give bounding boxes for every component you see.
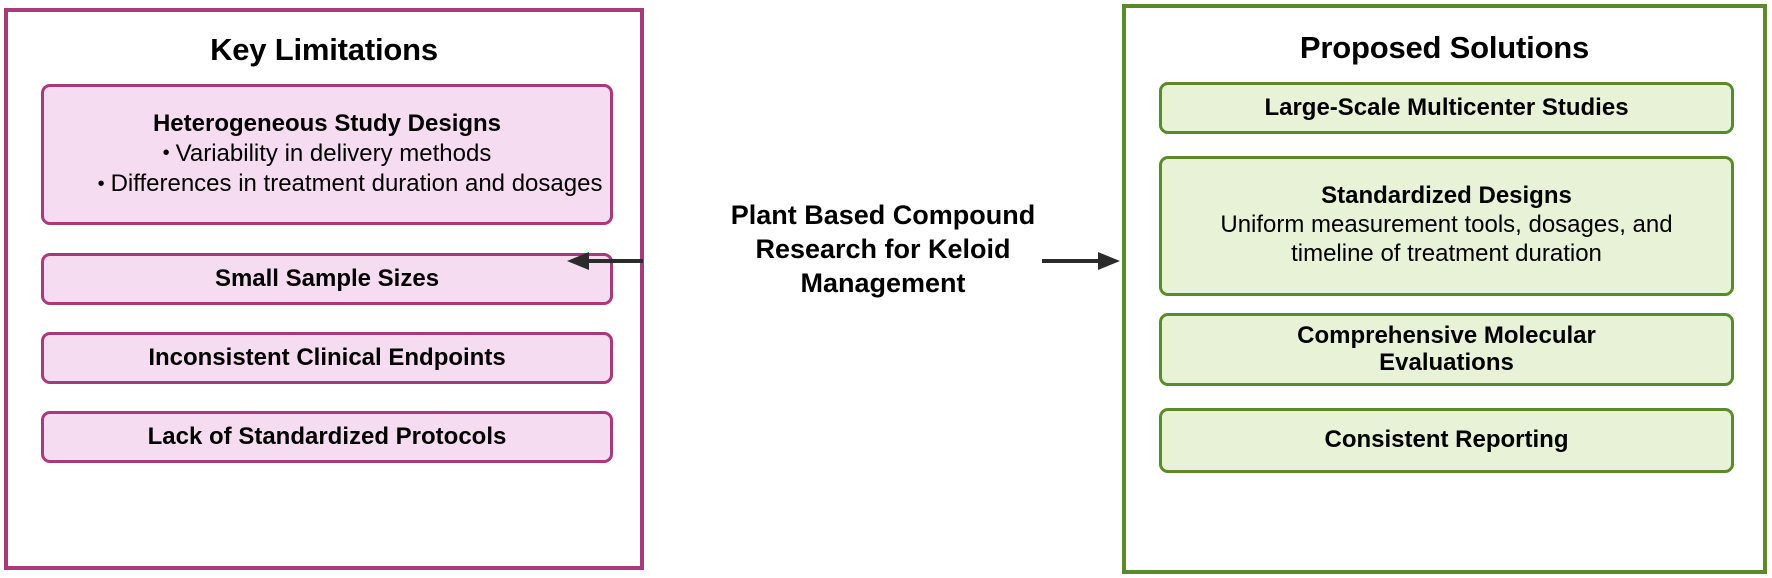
- solution-card-heading: Comprehensive Molecular Evaluations: [1297, 321, 1596, 376]
- bullet-dot-icon: •: [162, 142, 170, 165]
- limitation-bullet-text: Variability in delivery methods: [175, 139, 492, 167]
- center-topic-label: Plant Based Compound Research for Keloid…: [648, 198, 1118, 300]
- limitation-card-small-sample-sizes[interactable]: Small Sample Sizes: [41, 253, 613, 305]
- limitation-card-inconsistent-clinical-endpoints[interactable]: Inconsistent Clinical Endpoints: [41, 332, 613, 384]
- solution-card-comprehensive-molecular-evaluations[interactable]: Comprehensive Molecular Evaluations: [1159, 313, 1734, 386]
- key-limitations-panel: Key Limitations Heterogeneous Study Desi…: [4, 8, 644, 570]
- limitation-card-heading: Inconsistent Clinical Endpoints: [148, 343, 506, 371]
- solution-card-standardized-designs[interactable]: Standardized Designs Uniform measurement…: [1159, 156, 1734, 296]
- solution-card-heading: Standardized Designs: [1321, 182, 1572, 210]
- solution-card-large-scale-multicenter-studies[interactable]: Large-Scale Multicenter Studies: [1159, 82, 1734, 134]
- limitation-bullet-list: •Variability in delivery methods •Differ…: [44, 138, 610, 199]
- key-limitations-title: Key Limitations: [210, 32, 438, 67]
- limitation-card-heading: Small Sample Sizes: [214, 264, 440, 292]
- arrow-right-icon: [1040, 248, 1122, 274]
- solution-card-heading: Consistent Reporting: [1324, 426, 1569, 454]
- proposed-solutions-panel: Proposed Solutions Large-Scale Multicent…: [1122, 4, 1767, 574]
- bullet-dot-icon: •: [97, 172, 105, 195]
- arrow-left-icon: [565, 248, 645, 274]
- limitation-card-lack-of-standardized-protocols[interactable]: Lack of Standardized Protocols: [41, 411, 613, 463]
- proposed-solutions-title: Proposed Solutions: [1299, 30, 1590, 65]
- limitation-card-heading: Lack of Standardized Protocols: [147, 422, 507, 450]
- list-item: •Variability in delivery methods: [44, 138, 610, 168]
- center-topic-line-2: Research for Keloid: [755, 234, 1011, 265]
- limitation-bullet-text: Differences in treatment duration and do…: [110, 169, 603, 197]
- solution-card-heading: Large-Scale Multicenter Studies: [1264, 93, 1629, 121]
- limitation-card-heading: Heterogeneous Study Designs: [152, 109, 502, 137]
- list-item: •Differences in treatment duration and d…: [44, 168, 610, 198]
- solution-card-body: Uniform measurement tools, dosages, and …: [1220, 211, 1673, 268]
- center-topic-line-3: Management: [800, 268, 966, 299]
- solution-card-consistent-reporting[interactable]: Consistent Reporting: [1159, 408, 1734, 473]
- center-topic-line-1: Plant Based Compound: [730, 200, 1036, 230]
- limitation-card-heterogeneous-study-designs[interactable]: Heterogeneous Study Designs •Variability…: [41, 84, 613, 225]
